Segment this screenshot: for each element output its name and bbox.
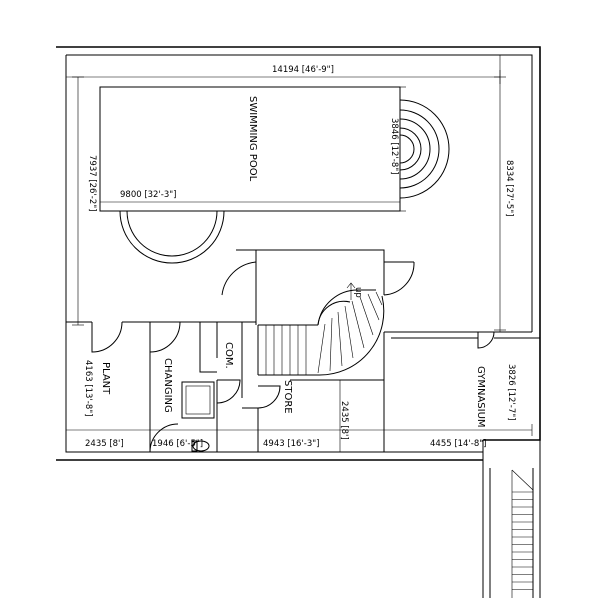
plant-label: PLANT <box>100 362 111 395</box>
interior-walls <box>66 321 540 452</box>
swimming-pool-label: SWIMMING POOL <box>247 96 258 182</box>
lobby-walls <box>221 249 415 325</box>
right-depth-dimension-line <box>494 55 506 332</box>
com-label: COM. <box>223 342 234 369</box>
pool-length-dimension-line <box>99 196 400 208</box>
pool-steps-bottom <box>119 210 225 264</box>
plant-width-dimension: 2435 [8'] <box>85 439 124 449</box>
spiral-stair <box>257 282 385 376</box>
exterior-stair <box>482 440 541 598</box>
doors <box>91 321 495 453</box>
changing-fixtures <box>181 381 215 452</box>
store-width-dimension: 4943 [16'-3"] <box>263 439 320 449</box>
changing-label: CHANGING <box>162 358 173 413</box>
left-depth-dimension: 7937 [26'-2"] <box>87 155 97 212</box>
changing-width-dimension: 1946 [6'-5"] <box>152 439 203 449</box>
store-depth-dimension: 2435 [8'] <box>339 401 349 440</box>
left-depth-dimension-line <box>72 76 84 326</box>
overall-width-dimension: 14194 [46'-9"] <box>272 65 334 75</box>
pool-steps-right <box>399 99 450 199</box>
pool-width-dimension-line <box>394 86 406 212</box>
stair-up-label: up <box>353 287 363 298</box>
right-depth-dimension: 8334 [27'-5"] <box>504 160 514 217</box>
gym-width-dimension: 4455 [14'-8"] <box>430 439 487 449</box>
gym-depth-dimension: 3826 [12'-7"] <box>506 364 516 421</box>
store-label: STORE <box>282 380 293 414</box>
bottom-dimension-chain <box>65 380 533 452</box>
pool-length-dimension: 9800 [32'-3"] <box>120 190 177 200</box>
exterior-stair-treads <box>512 491 533 590</box>
pool-width-dimension: 3846 [12'-8"] <box>389 118 399 175</box>
outer-walls <box>56 46 541 461</box>
gymnasium-label: GYMNASIUM <box>475 366 486 428</box>
plant-depth-dimension: 4163 [13'-8"] <box>83 360 93 417</box>
